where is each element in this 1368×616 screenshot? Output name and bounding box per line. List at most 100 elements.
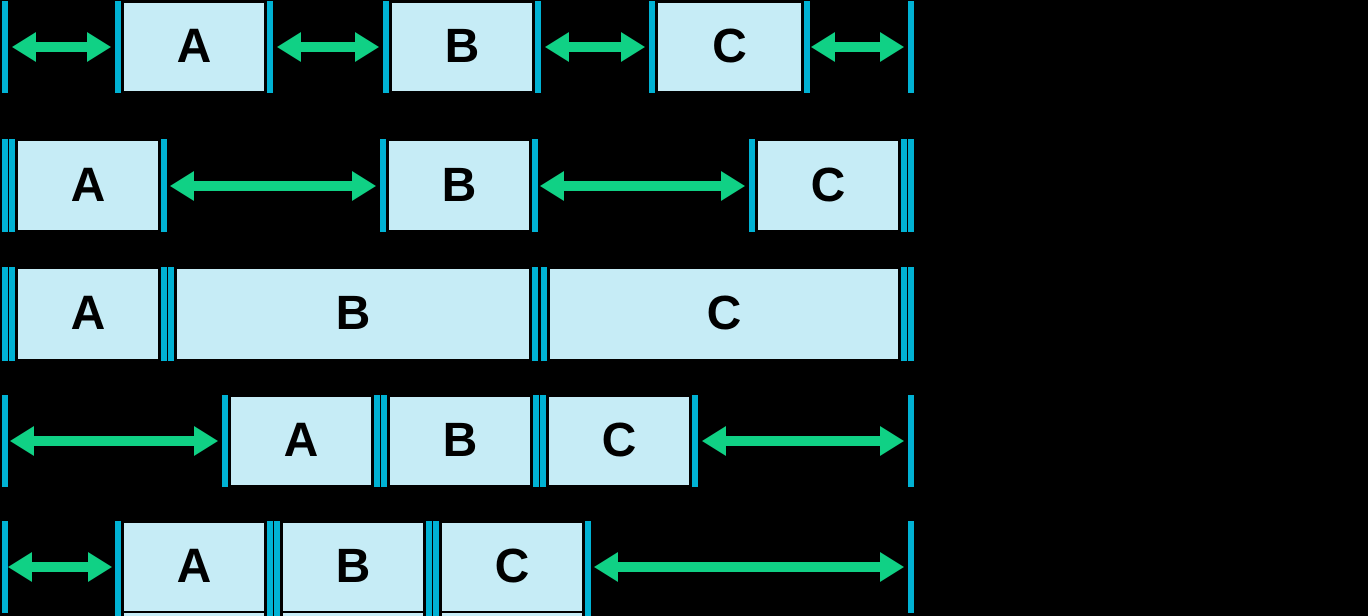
item-box-cropped: [122, 611, 266, 616]
item-right-edge-bar: [901, 267, 907, 361]
item-left-edge-bar: [540, 395, 546, 487]
item-left-edge-bar: [115, 521, 121, 613]
container-start-line: [2, 139, 8, 232]
item-box-b: B: [387, 139, 531, 232]
box-label: C: [810, 158, 846, 212]
container-end-line: [908, 267, 914, 361]
container-end-line: [908, 139, 914, 232]
item-box-b: B: [281, 521, 425, 613]
item-left-edge-bar: [433, 521, 439, 613]
free-space-arrow-shaft: [26, 562, 94, 572]
box-label: C: [601, 414, 637, 467]
item-right-edge-bar: [267, 1, 273, 93]
item-right-edge-bar: [535, 1, 541, 93]
item-right-edge-bar: [585, 611, 591, 616]
item-right-edge-bar: [692, 395, 698, 487]
item-right-edge-bar: [161, 267, 167, 361]
item-left-edge-bar: [433, 611, 439, 616]
item-left-edge-bar: [115, 611, 121, 616]
arrowhead-left-icon: [702, 426, 726, 456]
item-box-c: C: [440, 521, 584, 613]
container-end-line: [908, 521, 914, 613]
container-start-line: [2, 267, 8, 361]
box-label: A: [176, 540, 212, 593]
free-space-arrow-shaft: [720, 436, 886, 446]
arrowhead-left-icon: [10, 426, 34, 456]
free-space-arrow-shaft: [295, 42, 361, 52]
free-space-arrow-shaft: [28, 436, 200, 446]
free-space-arrow-shaft: [612, 562, 886, 572]
item-left-edge-bar: [381, 395, 387, 487]
arrowhead-right-icon: [880, 426, 904, 456]
item-left-edge-bar: [749, 139, 755, 232]
item-left-edge-bar: [274, 521, 280, 613]
item-left-edge-bar: [649, 1, 655, 93]
item-left-edge-bar: [274, 611, 280, 616]
box-label: A: [283, 414, 319, 467]
arrowhead-left-icon: [12, 32, 36, 62]
free-space-arrow-shaft: [563, 42, 627, 52]
arrowhead-right-icon: [88, 552, 112, 582]
item-left-edge-bar: [222, 395, 228, 487]
item-box-a: A: [16, 139, 160, 232]
arrowhead-right-icon: [194, 426, 218, 456]
arrowhead-left-icon: [277, 32, 301, 62]
arrowhead-left-icon: [594, 552, 618, 582]
free-space-arrow-shaft: [188, 180, 358, 191]
item-right-edge-bar: [374, 395, 380, 487]
item-right-edge-bar: [161, 139, 167, 232]
item-left-edge-bar: [383, 1, 389, 93]
item-box-b: B: [175, 267, 531, 361]
container-start-line: [2, 1, 8, 93]
arrowhead-right-icon: [355, 32, 379, 62]
container-start-line: [2, 395, 8, 487]
item-box-a: A: [229, 395, 373, 487]
box-label: C: [706, 287, 742, 340]
box-label: B: [442, 414, 478, 467]
free-space-arrow-shaft: [30, 42, 93, 52]
item-right-edge-bar: [267, 521, 273, 613]
item-left-edge-bar: [9, 139, 15, 232]
item-left-edge-bar: [168, 267, 174, 361]
item-right-edge-bar: [901, 139, 907, 232]
item-left-edge-bar: [9, 267, 15, 361]
container-end-line: [908, 395, 914, 487]
arrowhead-left-icon: [540, 170, 564, 201]
item-right-edge-bar: [426, 611, 432, 616]
item-box-c: C: [548, 267, 900, 361]
item-right-edge-bar: [532, 139, 538, 232]
box-label: B: [441, 158, 477, 212]
box-label: B: [335, 287, 371, 340]
item-box-c: C: [756, 139, 900, 232]
item-box-a: A: [16, 267, 160, 361]
container-end-line: [908, 1, 914, 93]
item-box-b: B: [390, 1, 534, 93]
arrowhead-left-icon: [811, 32, 835, 62]
box-label: C: [494, 540, 530, 593]
box-label: A: [70, 287, 106, 340]
arrowhead-left-icon: [170, 170, 194, 201]
item-left-edge-bar: [115, 1, 121, 93]
item-right-edge-bar: [267, 611, 273, 616]
free-space-arrow-shaft: [829, 42, 886, 52]
container-start-line: [2, 521, 8, 613]
arrowhead-left-icon: [545, 32, 569, 62]
free-space-arrow-shaft: [558, 180, 727, 191]
item-left-edge-bar: [541, 267, 547, 361]
arrowhead-left-icon: [8, 552, 32, 582]
item-right-edge-bar: [585, 521, 591, 613]
box-label: C: [712, 20, 747, 73]
arrowhead-right-icon: [721, 170, 745, 201]
item-right-edge-bar: [426, 521, 432, 613]
arrowhead-right-icon: [352, 170, 376, 201]
item-box-a: A: [122, 1, 266, 93]
arrowhead-right-icon: [87, 32, 111, 62]
item-box-c: C: [656, 1, 803, 93]
item-box-cropped: [440, 611, 584, 616]
arrowhead-right-icon: [880, 32, 904, 62]
